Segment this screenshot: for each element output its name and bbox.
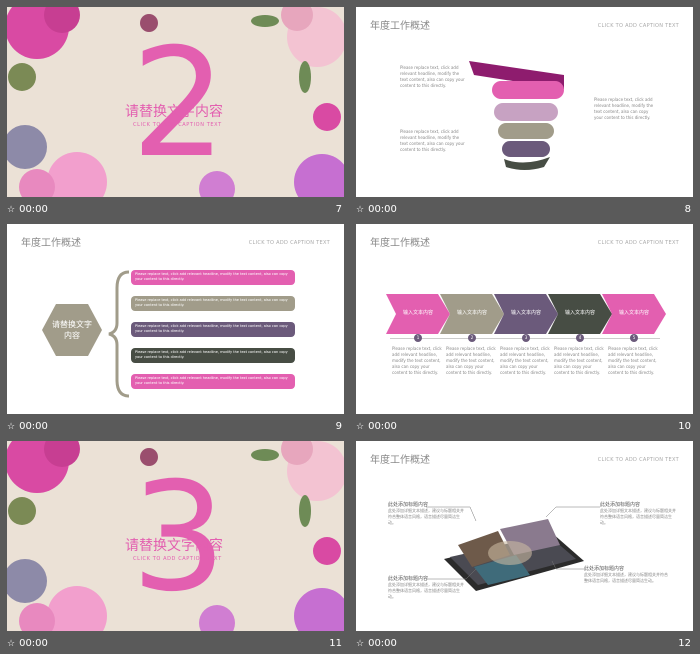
callout-bottom-left: 此处添加标题内容 此处添加详细文本描述，建议与标题相关并符合整体语言风格，语言描… — [388, 575, 466, 600]
para-left-top: Please replace text, click add relevant … — [400, 65, 465, 88]
para-right: Please replace text, click add relevant … — [594, 97, 654, 120]
step-chevron-3: 输入文本内容 — [494, 294, 558, 334]
slide-header: 年度工作概述 — [21, 238, 81, 249]
hexagon-label: 请替换文字内容 — [52, 320, 92, 340]
step-label: 输入文本内容 — [618, 310, 649, 316]
slide-number: 11 — [329, 638, 342, 649]
star-icon: ☆ — [7, 204, 16, 215]
step-text: Please replace text, click add relevant … — [608, 346, 658, 375]
slide-time: 00:00 — [19, 421, 48, 432]
step-label: 输入文本内容 — [564, 310, 595, 316]
slide-number: 8 — [684, 204, 691, 215]
slide-time: 00:00 — [19, 638, 48, 649]
step-text: Please replace text, click add relevant … — [392, 346, 442, 375]
chevron-shape — [494, 294, 558, 334]
slide-header: 年度工作概述 — [370, 455, 430, 466]
slide-footer: ☆00:00 12 — [356, 634, 693, 654]
step-chevron-2: 输入文本内容 — [440, 294, 504, 334]
slide-footer: ☆00:00 8 — [356, 200, 693, 220]
step-text: Please replace text, click add relevant … — [446, 346, 496, 375]
slide-footer: ☆00:00 9 — [7, 417, 344, 437]
slide-7-canvas: 2 请替换文字内容 CLICK TO ADD CAPTION TEXT — [7, 7, 344, 197]
callout-text: 此处添加详细文本描述，建议与标题相关并符合整体语言风格，语言描述尽量简洁生动。 — [584, 572, 668, 583]
slide-footer: ☆00:00 11 — [7, 634, 344, 654]
step-text: Please replace text, click add relevant … — [554, 346, 604, 375]
step-label: 输入文本内容 — [510, 310, 541, 316]
slide-time: 00:00 — [368, 421, 397, 432]
slide-time: 00:00 — [368, 204, 397, 215]
pill-row-3: Please replace text, click add relevant … — [131, 322, 295, 337]
callout-title: 此处添加标题内容 — [600, 502, 641, 508]
slide-footer: ☆00:00 10 — [356, 417, 693, 437]
step-number: 1 — [414, 334, 422, 342]
slide-caption: CLICK TO ADD CAPTION TEXT — [248, 240, 330, 246]
step-number: 4 — [576, 334, 584, 342]
slide-10-canvas: 年度工作概述 CLICK TO ADD CAPTION TEXT 输入文本内容 … — [356, 224, 693, 414]
star-icon: ☆ — [356, 421, 365, 432]
chevron-shape — [386, 294, 450, 334]
pill-row-4: Please replace text, click add relevant … — [131, 348, 295, 363]
star-icon: ☆ — [7, 638, 16, 649]
pill-row-1: Please replace text, click add relevant … — [131, 270, 295, 285]
step-chevron-1: 输入文本内容 — [386, 294, 450, 334]
slide-subtitle: CLICK TO ADD CAPTION TEXT — [133, 122, 222, 128]
spiral-ribbon-graphic — [469, 61, 564, 170]
para-left-bottom: Please replace text, click add relevant … — [400, 129, 465, 152]
slide-footer: ☆00:00 7 — [7, 200, 344, 220]
star-icon: ☆ — [356, 204, 365, 215]
callout-title: 此处添加标题内容 — [388, 502, 429, 508]
callout-text: 此处添加详细文本描述，建议与标题相关并符合整体语言风格，语言描述尽量简洁生动。 — [600, 508, 676, 525]
slide-number: 9 — [335, 421, 342, 432]
slide-header: 年度工作概述 — [370, 21, 430, 32]
slide-time: 00:00 — [19, 204, 48, 215]
slide-9-canvas: 年度工作概述 CLICK TO ADD CAPTION TEXT 请替换文字内容… — [7, 224, 344, 414]
pill-row-5: Please replace text, click add relevant … — [131, 374, 295, 389]
chevron-shape — [602, 294, 666, 334]
step-label: 输入文本内容 — [456, 310, 487, 316]
step-label: 输入文本内容 — [402, 310, 433, 316]
callout-title: 此处添加标题内容 — [388, 576, 429, 582]
slide-title: 请替换文字内容 — [125, 538, 223, 554]
slide-caption: CLICK TO ADD CAPTION TEXT — [597, 23, 679, 29]
slide-number: 10 — [678, 421, 691, 432]
big-numeral: 2 — [131, 17, 227, 191]
slide-number: 12 — [678, 638, 691, 649]
slide-number: 7 — [335, 204, 342, 215]
step-number: 3 — [522, 334, 530, 342]
slide-8-canvas: 年度工作概述 CLICK TO ADD CAPTION TEXT Please … — [356, 7, 693, 197]
slide-11-canvas: 3 请替换文字内容 CLICK TO ADD CAPTION TEXT — [7, 441, 344, 631]
callout-bottom-right: 此处添加标题内容 此处添加详细文本描述，建议与标题相关并符合整体语言风格，语言描… — [584, 565, 670, 584]
callout-title: 此处添加标题内容 — [584, 566, 625, 572]
phone-illustration — [444, 519, 584, 591]
callout-top-left: 此处添加标题内容 此处添加详细文本描述，建议与标题相关并符合整体语言风格，语言描… — [388, 501, 466, 526]
step-chevron-4: 输入文本内容 — [548, 294, 612, 334]
callout-text: 此处添加详细文本描述，建议与标题相关并符合整体语言风格，语言描述尽量简洁生动。 — [388, 508, 464, 525]
slide-subtitle: CLICK TO ADD CAPTION TEXT — [133, 556, 222, 562]
step-number: 2 — [468, 334, 476, 342]
chevron-shape — [440, 294, 504, 334]
slide-caption: CLICK TO ADD CAPTION TEXT — [597, 240, 679, 246]
callout-text: 此处添加详细文本描述，建议与标题相关并符合整体语言风格，语言描述尽量简洁生动。 — [388, 582, 464, 599]
callout-top-right: 此处添加标题内容 此处添加详细文本描述，建议与标题相关并符合整体语言风格，语言描… — [600, 501, 678, 526]
hexagon-shape — [42, 304, 102, 356]
chevron-shape — [548, 294, 612, 334]
step-chevron-5: 输入文本内容 — [602, 294, 666, 334]
slide-title: 请替换文字内容 — [125, 104, 223, 120]
slide-time: 00:00 — [368, 638, 397, 649]
slide-caption: CLICK TO ADD CAPTION TEXT — [597, 457, 679, 463]
flower-decoration — [7, 441, 344, 631]
step-text: Please replace text, click add relevant … — [500, 346, 550, 375]
step-number: 5 — [630, 334, 638, 342]
star-icon: ☆ — [356, 638, 365, 649]
curly-brace — [108, 270, 130, 398]
slide-header: 年度工作概述 — [370, 238, 430, 249]
flower-decoration — [7, 7, 344, 197]
big-numeral: 3 — [131, 451, 227, 625]
pill-row-2: Please replace text, click add relevant … — [131, 296, 295, 311]
slide-12-canvas: 年度工作概述 CLICK TO ADD CAPTION TEXT 此处添加标题内… — [356, 441, 693, 631]
star-icon: ☆ — [7, 421, 16, 432]
